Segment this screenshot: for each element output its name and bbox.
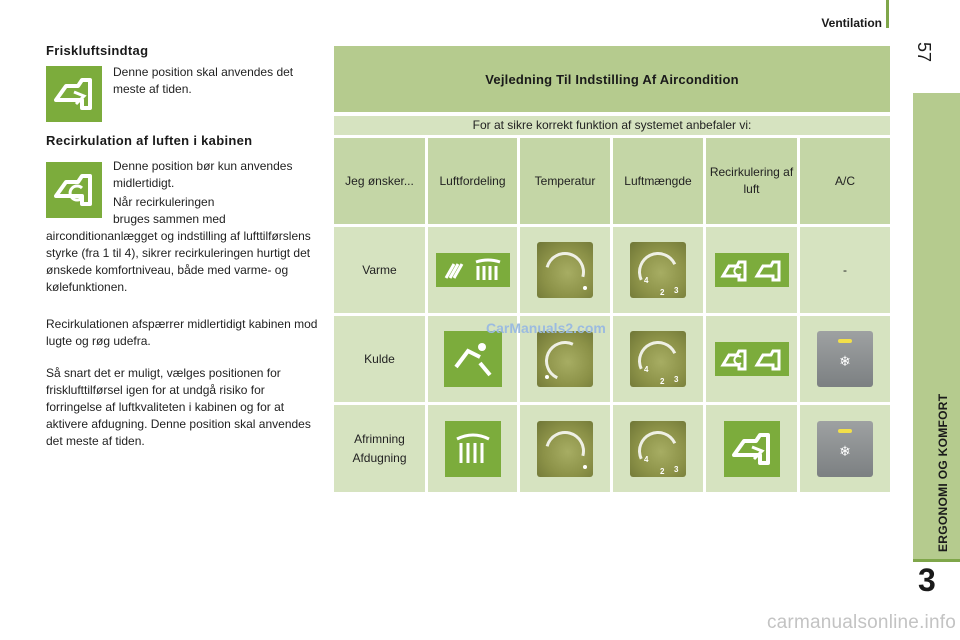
fresh-air-heading: Friskluftsindtag [46,43,149,58]
col-header-ac: A/C [800,138,890,224]
section-title: Ventilation [821,16,882,30]
temperature-knob-icon [537,242,593,298]
chapter-tab-rule [913,559,960,562]
ac-cell-cool: ❄ [800,316,890,402]
recirc-text-4: Så snart det er muligt, vælges positione… [46,366,311,448]
col-header-distribution: Luftfordeling [428,138,517,224]
recirc-heading: Recirkulation af luften i kabinen [46,133,253,148]
fresh-air-icon [723,420,780,477]
distribution-cell [428,316,517,402]
col-header-wish: Jeg ønsker... [334,138,425,224]
table-row: Afrimning Afdugning 4 2 3 [334,405,890,492]
table-title: Vejledning Til Indstilling Af Airconditi… [485,71,739,87]
ac-cell-heat: - [800,227,890,313]
recirc-text-2a: Når recirkuleringen [113,195,215,209]
defrost-feet-icon [435,253,510,287]
face-vent-icon [443,331,502,387]
table-row: Varme 4 2 3 - [334,227,890,313]
temperature-cell [520,316,610,402]
row-label-defrost: Afrimning Afdugning [334,405,425,492]
recirc-text-2c: airconditionanlægget og indstilling af l… [46,229,311,294]
airflow-cell: 4 2 3 [613,405,703,492]
temperature-cell [520,405,610,492]
fan-speed-knob-icon: 4 2 3 [630,420,686,477]
fresh-air-icon [46,66,102,122]
row-label-heat: Varme [334,227,425,313]
temperature-knob-icon [537,331,593,387]
defrost-icon [444,420,501,477]
row-label-defrost-2: Afdugning [352,450,407,465]
center-watermark: CarManuals2.com [486,320,606,336]
ac-settings-table: Vejledning Til Indstilling Af Airconditi… [334,46,890,492]
chapter-number: 3 [918,562,936,598]
distribution-cell [428,227,517,313]
recirculation-fresh-air-icon [714,253,789,287]
chapter-tab [913,93,960,561]
fan-speed-knob-icon: 4 2 3 [630,242,686,298]
col-header-airflow: Luftmængde [613,138,703,224]
fresh-air-text: Denne position skal anvendes det meste a… [113,65,294,96]
recirc-text-3: Recirkulationen afspærrer midlertidigt k… [46,317,318,348]
ac-button-icon: ❄ [817,331,873,387]
recirc-text-2b: bruges sammen med [113,212,226,226]
table-column-header-row: Jeg ønsker... Luftfordeling Temperatur L… [334,138,890,224]
recirculation-cell [706,405,797,492]
table-row: Kulde 4 2 3 ❄ [334,316,890,402]
table-subtitle: For at sikre korrekt funktion af systeme… [334,116,890,135]
page-number: 57 [914,42,934,63]
ac-button-icon: ❄ [817,420,873,477]
table-header: Vejledning Til Indstilling Af Airconditi… [334,46,890,112]
footer-watermark: carmanualsonline.info [766,612,956,633]
recirculation-cell [706,316,797,402]
ac-cell-defrost: ❄ [800,405,890,492]
col-header-recirculation: Recirkulering af luft [706,138,797,224]
recirc-text-1: Denne position bør kun anvendes midlerti… [113,159,293,190]
recirculation-fresh-air-icon [714,342,789,376]
temperature-cell [520,227,610,313]
col-header-temperature: Temperatur [520,138,610,224]
fan-speed-knob-icon: 4 2 3 [630,331,686,387]
temperature-knob-icon [537,420,593,477]
airflow-cell: 4 2 3 [613,227,703,313]
row-label-cool: Kulde [334,316,425,402]
recirculation-icon [46,162,102,218]
row-label-defrost-1: Afrimning [354,431,405,446]
airflow-cell: 4 2 3 [613,316,703,402]
chapter-label: ERGONOMI OG KOMFORT [936,393,950,552]
header-rule [886,0,889,28]
distribution-cell [428,405,517,492]
recirculation-cell [706,227,797,313]
